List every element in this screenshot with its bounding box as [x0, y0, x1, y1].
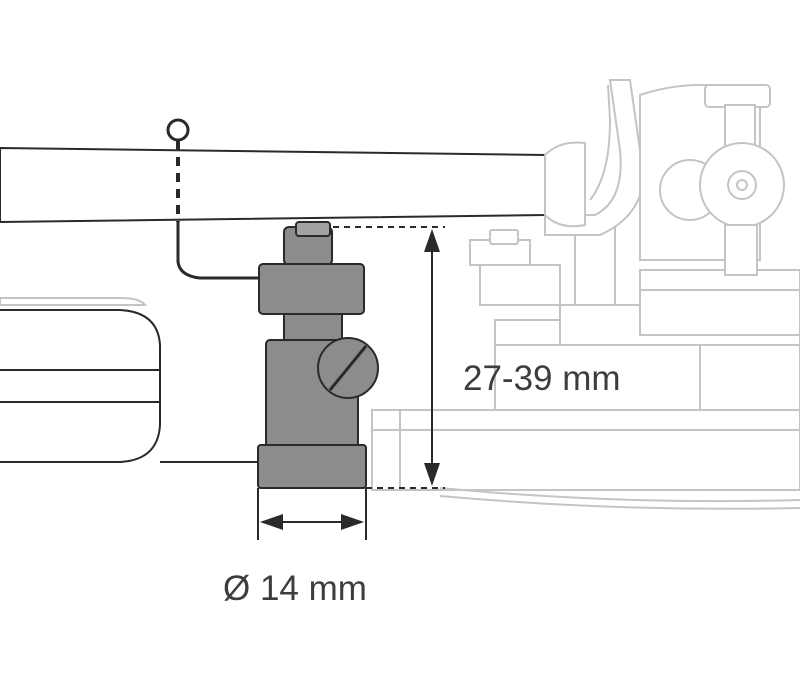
- ghost-knob-top: [704, 84, 771, 108]
- ghost-lift-hook-inner: [589, 84, 612, 201]
- dimension-lines: [257, 226, 445, 540]
- ghost-mechanism: [371, 79, 800, 510]
- mount-base: [257, 444, 367, 489]
- diameter-arrow-head-right: [341, 514, 364, 530]
- wire-lead: [166, 118, 262, 280]
- ghost-base-plate: [371, 409, 800, 431]
- wire-solid-segment: [176, 222, 262, 280]
- ghost-disk-edge: [439, 487, 800, 503]
- ghost-knob-dot: [736, 179, 748, 191]
- height-dimension-label: 27-39 mm: [463, 359, 621, 398]
- cylindrical-post-mount-icon: [257, 221, 379, 489]
- ghost-armrest-body: [639, 269, 800, 336]
- diameter-arrow-head-left: [260, 514, 283, 530]
- ghost-screw-block: [489, 229, 519, 245]
- mount-set-screw-slot: [328, 345, 368, 391]
- ghost-base-lower: [371, 429, 800, 491]
- record-platter: [0, 297, 262, 463]
- mount-neck: [283, 313, 343, 343]
- tonearm-tube-body: [0, 146, 546, 224]
- tonearm-tube: [0, 141, 586, 228]
- diameter-dimension-label: Ø 14 mm: [223, 569, 367, 608]
- ghost-disk-edge-2: [439, 495, 800, 510]
- height-arrow-head-bottom: [424, 463, 440, 486]
- ghost-knob-bottom: [724, 224, 758, 276]
- platter-body: [0, 309, 161, 463]
- mount-top-screw-head: [295, 221, 331, 237]
- mount-upper-collar: [258, 263, 365, 315]
- tonearm-tube-end: [544, 141, 586, 228]
- ghost-lower-block: [479, 264, 561, 306]
- platter-top-ring: [0, 297, 147, 306]
- height-arrow-head-top: [424, 229, 440, 252]
- wire-ring-icon: [166, 118, 190, 142]
- ghost-pillar: [574, 224, 616, 306]
